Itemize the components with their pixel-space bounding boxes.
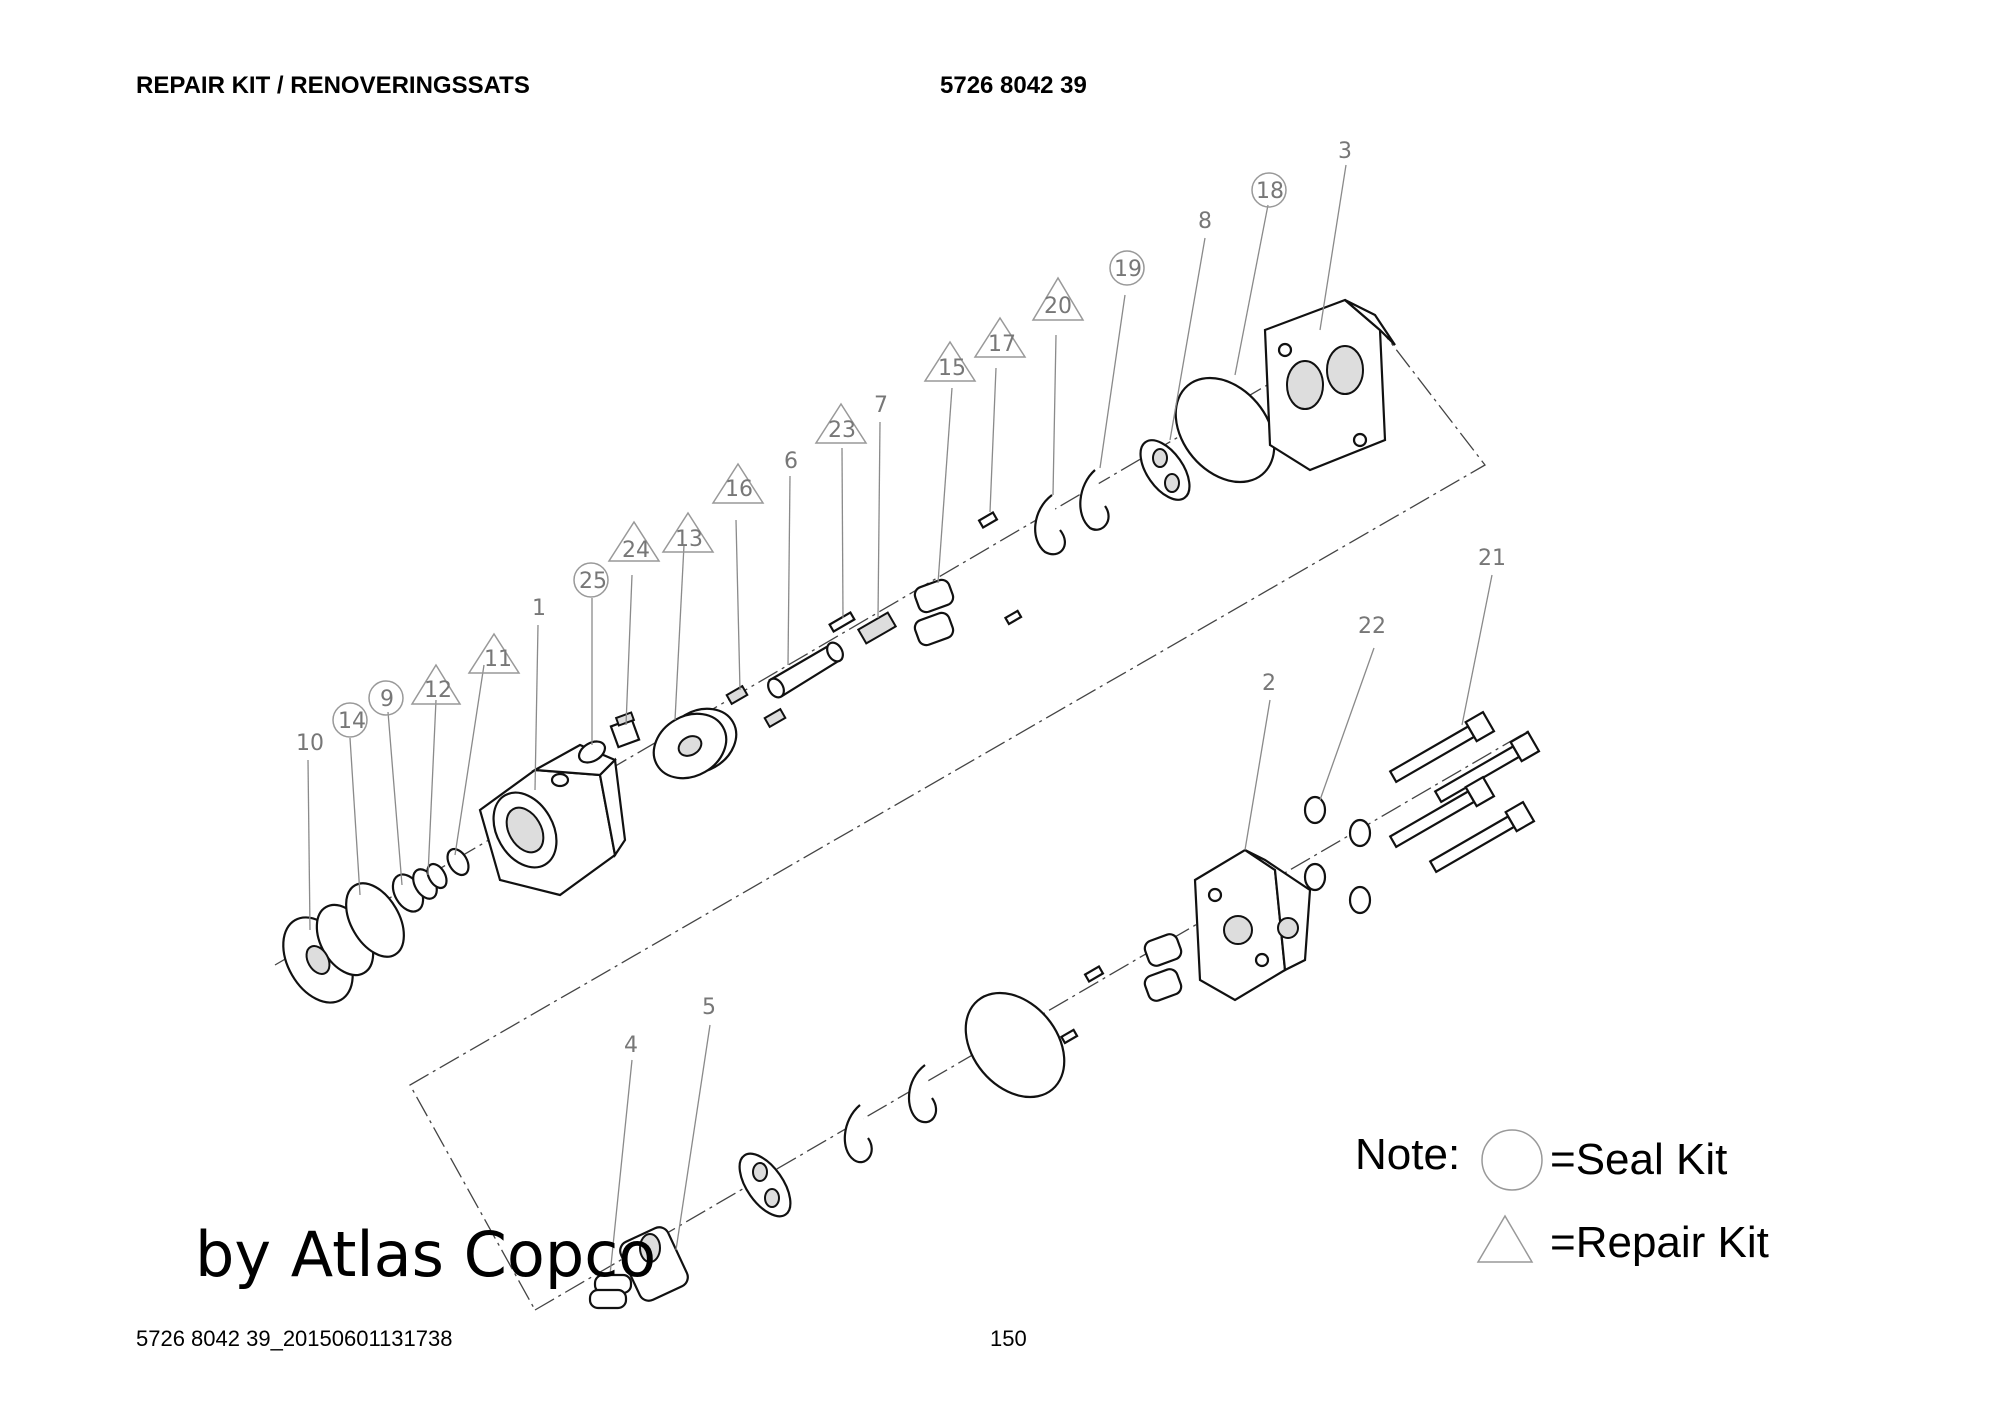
label-8: 8: [1198, 209, 1212, 234]
footer-doc-id: 5726 8042 39_20150601131738: [136, 1326, 453, 1351]
lower-bushings: [1143, 933, 1183, 1002]
seal-kit-legend: =Seal Kit: [1550, 1135, 1728, 1184]
part-23-key: [828, 611, 856, 633]
label-21: 21: [1478, 546, 1506, 571]
part-25-washer: [577, 740, 607, 764]
watermark-text: by Atlas Copco: [195, 1218, 657, 1291]
label-18: 18: [1256, 179, 1284, 204]
part-number: 5726 8042 39: [940, 72, 1087, 99]
seal-kit-circle-symbol: [1481, 1129, 1543, 1191]
part-6-drive-shaft: [767, 641, 844, 699]
lower-clips: [843, 1064, 938, 1164]
label-17: 17: [988, 332, 1016, 357]
label-1: 1: [532, 596, 546, 621]
part-16-springs: [725, 684, 787, 729]
label-4: 4: [624, 1033, 638, 1058]
part-1-front-housing: [478, 743, 627, 897]
label-24: 24: [622, 538, 650, 563]
label-22: 22: [1358, 614, 1386, 639]
label-3: 3: [1338, 139, 1352, 164]
part-4-5-gears: [588, 1226, 689, 1310]
part-22-washers: [1303, 795, 1372, 915]
document-title: REPAIR KIT / RENOVERINGSSATS: [136, 72, 530, 99]
repair-kit-legend: =Repair Kit: [1550, 1218, 1769, 1267]
part-13-bearing-plate: [652, 707, 738, 780]
label-6: 6: [784, 449, 798, 474]
part-11-retaining-ring: [446, 847, 470, 877]
part-21-bolts: [1388, 710, 1541, 874]
leader-lines: [307, 164, 1493, 1276]
label-12: 12: [424, 678, 452, 703]
label-15: 15: [938, 356, 966, 381]
part-labels: 10 14 9 12 11 1 25 24 13 16 6 23 7 15 17…: [296, 139, 1506, 1058]
lower-seal-ring: [738, 1152, 792, 1218]
label-14: 14: [338, 709, 366, 734]
part-15-bushings: [913, 578, 955, 647]
label-9: 9: [380, 687, 394, 712]
label-19: 19: [1114, 257, 1142, 282]
label-5: 5: [702, 995, 716, 1020]
part-20-19-clips: [1034, 469, 1110, 556]
label-2: 2: [1262, 671, 1276, 696]
assembly-axis-lines: [274, 321, 1531, 1311]
part-9-12-seals: [391, 862, 448, 913]
page-number: 150: [990, 1326, 1027, 1351]
label-23: 23: [828, 418, 856, 443]
note-label: Note:: [1355, 1130, 1461, 1179]
kit-markers: [332, 172, 1287, 738]
label-7: 7: [874, 393, 888, 418]
part-17-pins: [977, 511, 1023, 626]
part-8-seal-ring: [1139, 439, 1191, 501]
part-2-end-plate: [1193, 848, 1312, 1002]
part-18-o-ring: [1174, 376, 1276, 484]
label-13: 13: [675, 527, 703, 552]
repair-kit-triangle-symbol: [1476, 1214, 1534, 1263]
label-20: 20: [1044, 294, 1072, 319]
lower-o-ring: [964, 991, 1066, 1099]
part-24-plug: [609, 711, 641, 749]
part-7-coupling: [856, 611, 898, 645]
part-14-o-ring: [345, 882, 405, 958]
label-16: 16: [725, 477, 753, 502]
label-10: 10: [296, 731, 324, 756]
lower-pins: [1059, 965, 1105, 1045]
label-11: 11: [484, 647, 512, 672]
part-3-rear-housing: [1263, 298, 1396, 472]
label-25: 25: [579, 569, 607, 594]
